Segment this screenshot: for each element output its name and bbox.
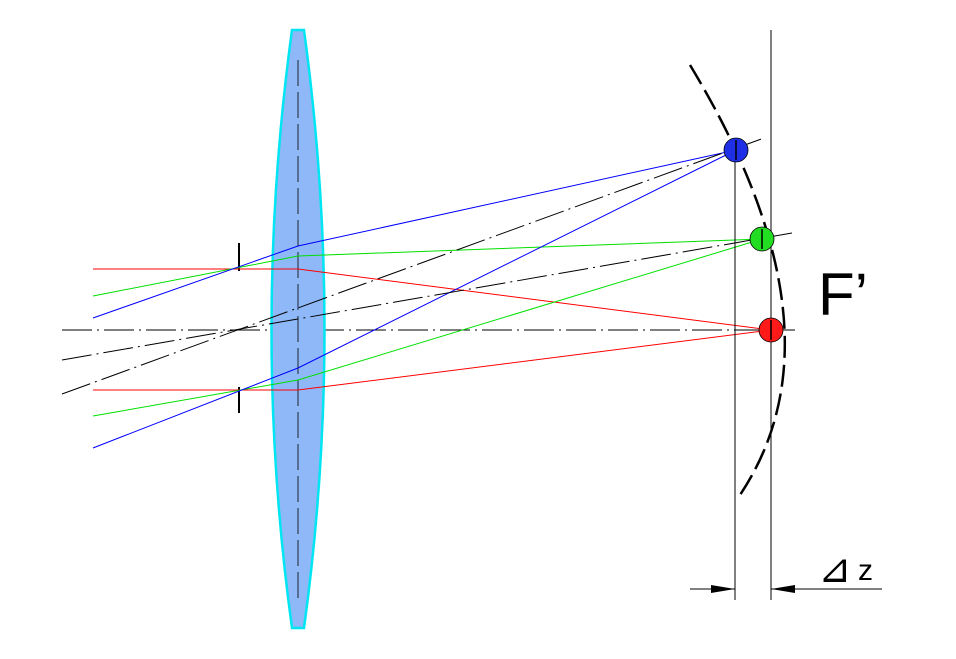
focal-point-label: F’ <box>818 261 868 328</box>
chief-ray-blue <box>61 137 765 395</box>
ray-blue-upper <box>92 149 737 319</box>
chief-ray-green <box>61 232 793 361</box>
ray-red-upper <box>93 268 772 331</box>
delta-symbol: ⊿ <box>818 547 852 591</box>
dimension-arrow-right <box>771 585 795 593</box>
ray-green-upper <box>92 238 763 297</box>
dimension-arrow-left <box>711 585 735 593</box>
ray-green-lower <box>92 238 763 417</box>
ray-red-lower <box>93 329 772 391</box>
ray-blue-lower <box>92 149 737 449</box>
delta-z-letter: z <box>858 554 873 587</box>
